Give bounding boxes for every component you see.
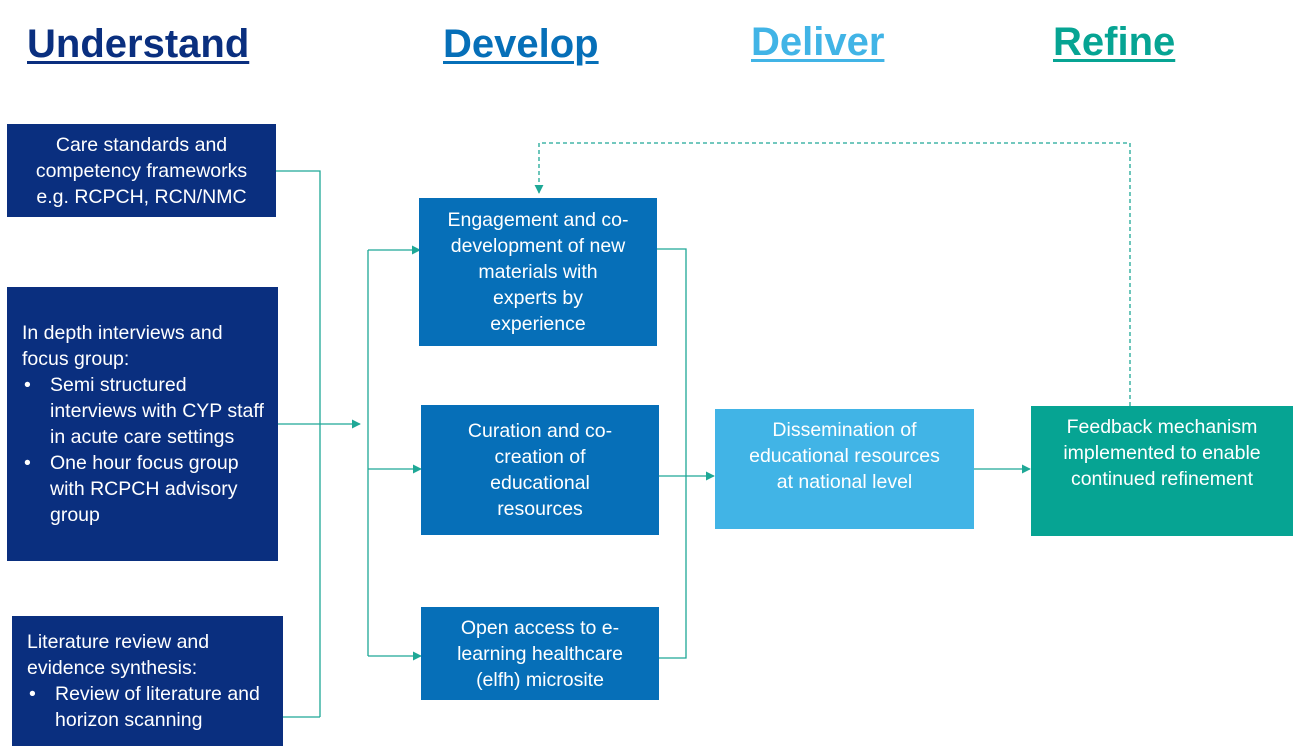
dissemination-line-2: educational resources [749, 445, 940, 467]
dissemination-box: Dissemination of educational resources a… [715, 409, 974, 529]
curation-line-4: resources [497, 498, 583, 520]
open-access-line-2: learning healthcare [457, 642, 623, 665]
curation-line-1: Curation and co- [467, 420, 613, 442]
connector-feedback-loop [534, 142, 1131, 406]
heading-develop: Develop [443, 22, 599, 66]
care-standards-line-3: e.g. RCPCH, RCN/NMC [36, 185, 247, 208]
heading-understand: Understand [27, 22, 250, 66]
dissemination-line-1: Dissemination of [772, 419, 917, 441]
literature-bullet: Review of literature and horizon scannin… [27, 681, 273, 733]
open-access-box: Open access to e- learning healthcare (e… [421, 607, 659, 700]
care-standards-line-2: competency frameworks [35, 159, 248, 182]
feedback-box: Feedback mechanism implemented to enable… [1031, 406, 1293, 536]
engagement-line-5: experience [490, 313, 586, 335]
engagement-line-4: experts by [493, 287, 583, 309]
engagement-line-1: Engagement and co- [447, 209, 629, 231]
open-access-line-3: (elfh) microsite [476, 668, 604, 691]
open-access-line-1: Open access to e- [460, 616, 620, 639]
feedback-line-3: continued refinement [1070, 468, 1254, 490]
heading-deliver: Deliver [751, 20, 885, 64]
interviews-bullet: One hour focus group with RCPCH advisory… [22, 450, 268, 528]
curation-line-3: educational [490, 472, 590, 494]
connector-care-standards [276, 170, 321, 717]
curation-line-2: creation of [494, 446, 586, 468]
interviews-bullet: Semi structured interviews with CYP staf… [22, 372, 268, 450]
feedback-line-2: implemented to enable [1063, 442, 1261, 464]
literature-intro: Literature review and evidence synthesis… [27, 631, 210, 679]
literature-box: Literature review and evidence synthesis… [12, 616, 283, 746]
interviews-box: In depth interviews and focus group: Sem… [7, 287, 278, 561]
heading-refine: Refine [1053, 20, 1176, 64]
engagement-line-3: materials with [478, 261, 598, 283]
interviews-intro: In depth interviews and focus group: [22, 322, 223, 370]
care-standards-box: Care standards and competency frameworks… [7, 124, 276, 217]
interviews-bullets: Semi structured interviews with CYP staf… [22, 372, 268, 528]
curation-box: Curation and co- creation of educational… [421, 405, 659, 535]
engagement-line-2: development of new [450, 235, 626, 257]
care-standards-line-1: Care standards and [55, 133, 228, 156]
dissemination-line-3: at national level [776, 471, 913, 493]
literature-bullets: Review of literature and horizon scannin… [27, 681, 273, 733]
connector-from-engagement [657, 248, 687, 659]
engagement-box: Engagement and co- development of new ma… [419, 198, 657, 346]
feedback-line-1: Feedback mechanism [1066, 416, 1258, 438]
